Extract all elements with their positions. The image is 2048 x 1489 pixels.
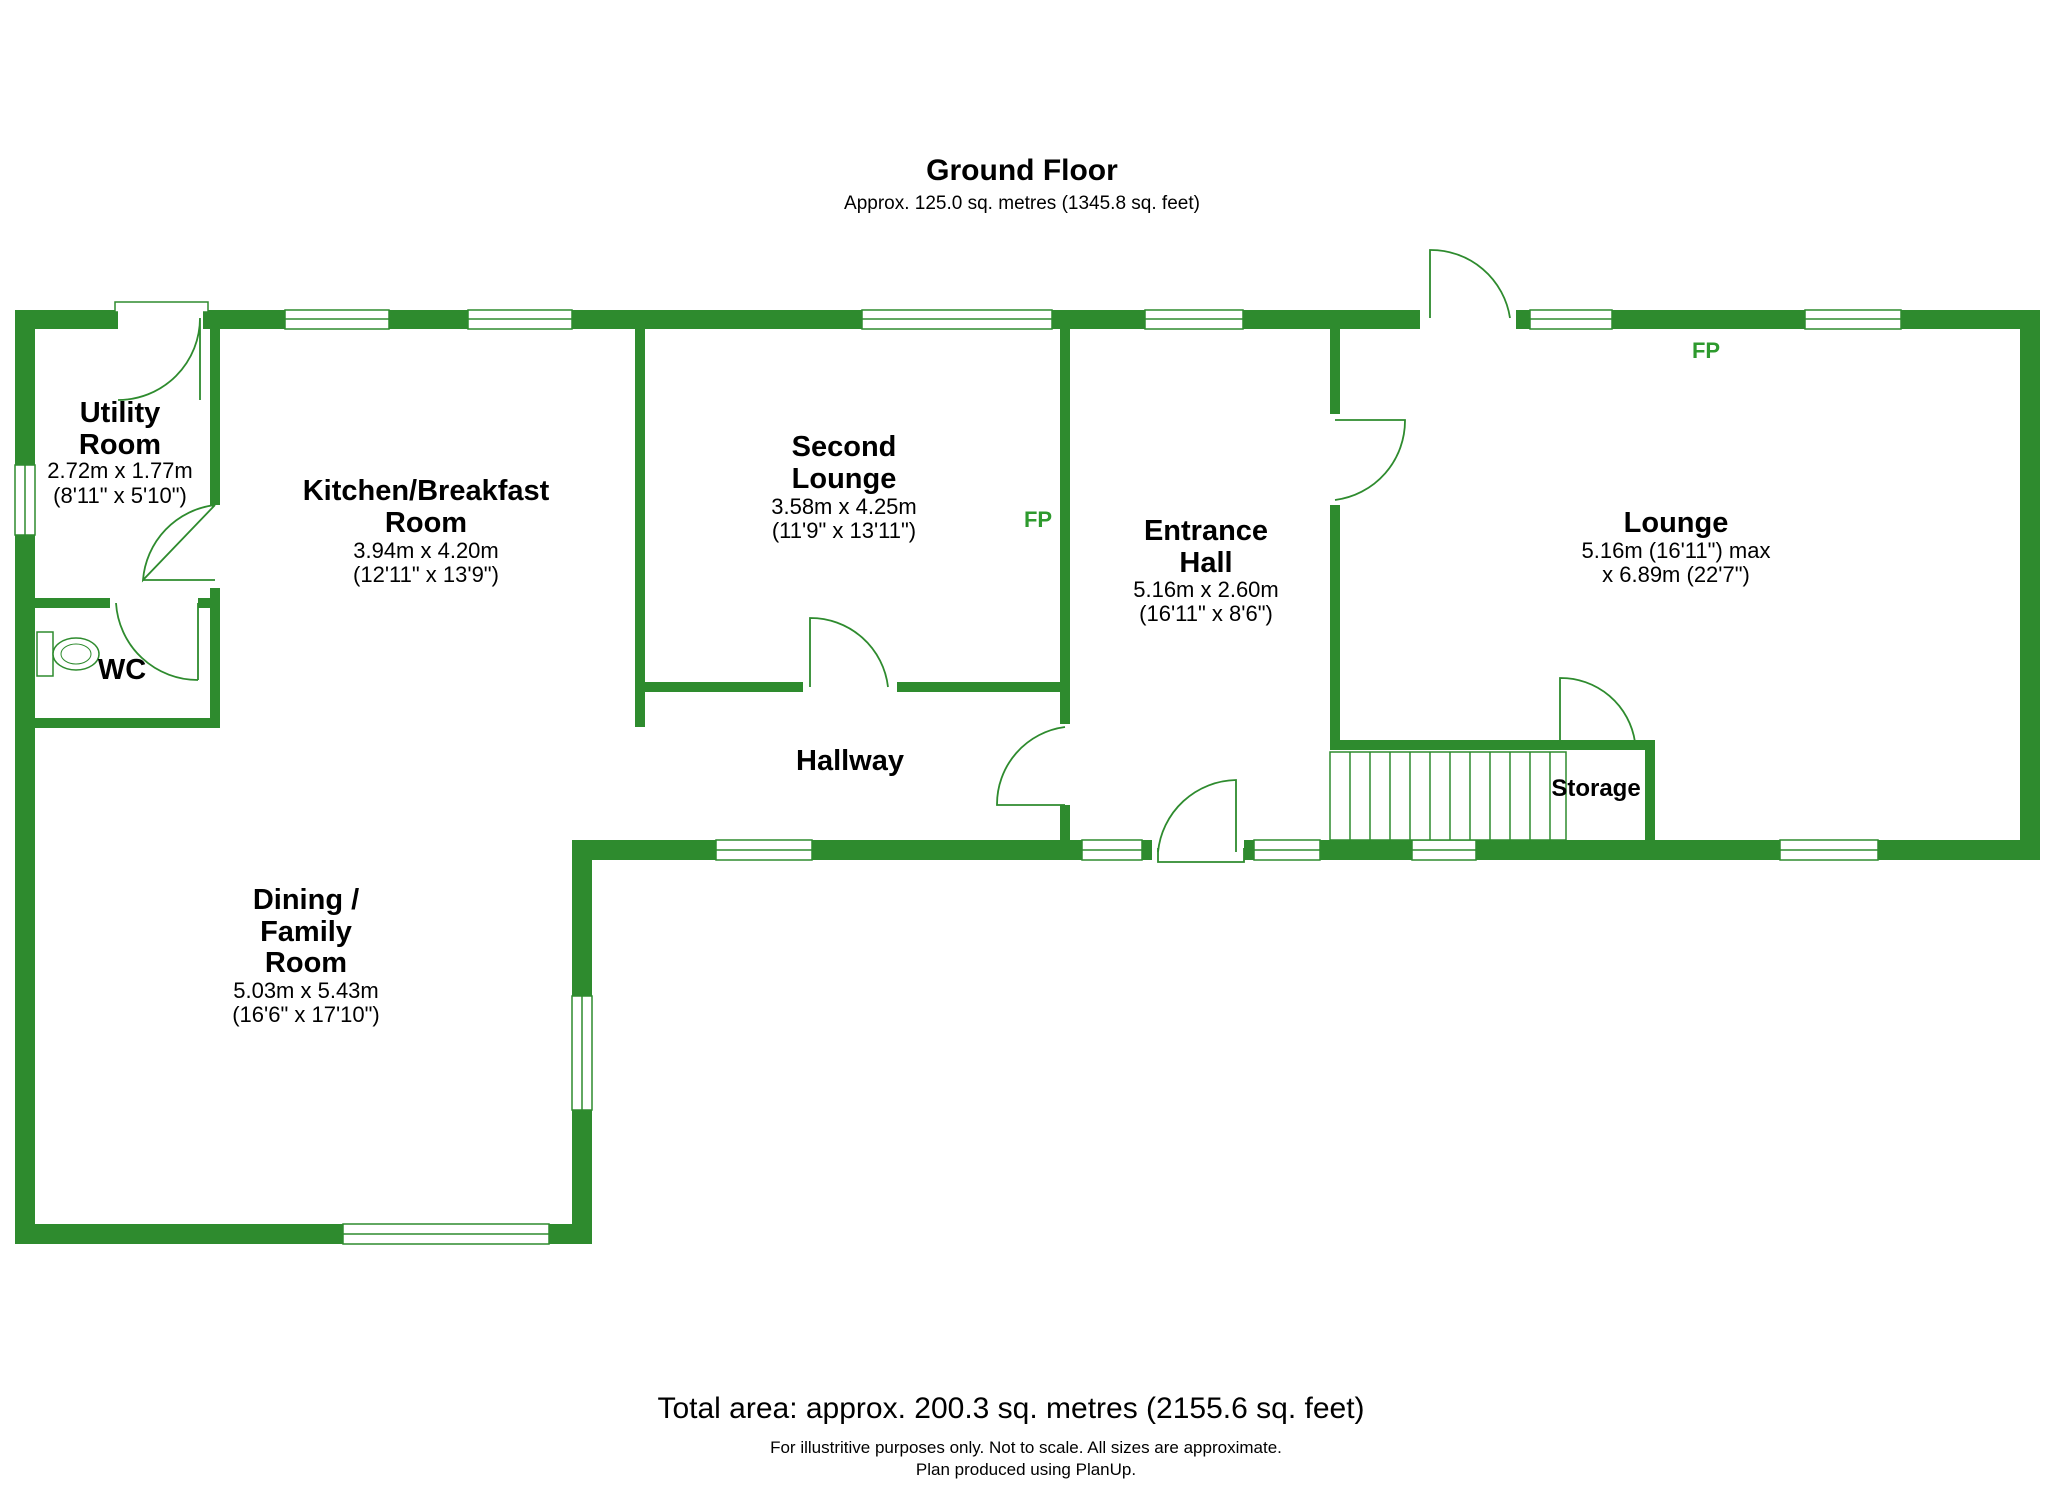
- room-name: Room: [385, 507, 467, 539]
- room-dimensions-imperial: (16'11" x 8'6"): [1139, 601, 1273, 626]
- windows: [14, 301, 1902, 1245]
- room-name: Storage: [1551, 775, 1640, 802]
- floor-title: Ground Floor: [926, 154, 1118, 187]
- walls: [15, 310, 2040, 1244]
- room-dimensions-imperial: (11'9" x 13'11"): [772, 518, 916, 543]
- room-dimensions-imperial: (8'11" x 5'10"): [53, 483, 187, 508]
- room-dimensions: 5.03m x 5.43m: [233, 978, 379, 1003]
- room-name: Hall: [1179, 547, 1232, 579]
- plan-credit: Plan produced using PlanUp.: [916, 1460, 1136, 1479]
- room-name: Second: [792, 431, 897, 463]
- toilet-icon: [36, 631, 100, 677]
- room-dimensions: 3.58m x 4.25m: [771, 494, 917, 519]
- room-second-lounge: Second Lounge 3.58m x 4.25m (11'9" x 13'…: [771, 431, 917, 543]
- room-dimensions: 2.72m x 1.77m: [47, 458, 193, 483]
- room-kitchen: Kitchen/Breakfast Room 3.94m x 4.20m (12…: [303, 475, 550, 587]
- room-name: Room: [265, 947, 347, 979]
- room-utility: Utility Room 2.72m x 1.77m (8'11" x 5'10…: [47, 397, 193, 508]
- room-hallway: Hallway: [796, 745, 904, 777]
- room-name: Hallway: [796, 745, 904, 777]
- room-name: Family: [260, 916, 352, 948]
- room-name: Lounge: [792, 463, 897, 495]
- room-dimensions-imperial: x 6.89m (22'7"): [1602, 562, 1750, 587]
- room-wc: WC: [98, 654, 146, 686]
- room-dimensions: 3.94m x 4.20m: [353, 538, 499, 563]
- room-name: Lounge: [1624, 507, 1729, 539]
- room-dimensions-imperial: (12'11" x 13'9"): [353, 562, 499, 587]
- room-name: Utility: [80, 397, 161, 429]
- room-dining: Dining / Family Room 5.03m x 5.43m (16'6…: [232, 884, 380, 1027]
- room-name: Kitchen/Breakfast: [303, 475, 550, 507]
- fireplace-label-second-lounge: FP: [1024, 507, 1052, 532]
- room-lounge: Lounge 5.16m (16'11") max x 6.89m (22'7"…: [1582, 507, 1771, 587]
- room-dimensions-imperial: (16'6" x 17'10"): [232, 1002, 380, 1027]
- room-name: WC: [98, 654, 146, 686]
- doors: [110, 249, 1636, 863]
- staircase: [1329, 751, 1567, 841]
- total-area: Total area: approx. 200.3 sq. metres (21…: [657, 1392, 1364, 1425]
- room-entrance-hall: Entrance Hall 5.16m x 2.60m (16'11" x 8'…: [1133, 515, 1279, 626]
- room-name: Dining /: [253, 884, 359, 916]
- room-dimensions: 5.16m x 2.60m: [1133, 577, 1279, 602]
- room-dimensions: 5.16m (16'11") max: [1582, 538, 1771, 563]
- disclaimer: For illustritive purposes only. Not to s…: [770, 1438, 1282, 1457]
- room-name: Room: [79, 429, 161, 461]
- room-name: Entrance: [1144, 515, 1268, 547]
- room-storage: Storage: [1551, 775, 1640, 802]
- fireplace-label-lounge: FP: [1692, 338, 1720, 363]
- floor-area: Approx. 125.0 sq. metres (1345.8 sq. fee…: [844, 193, 1200, 214]
